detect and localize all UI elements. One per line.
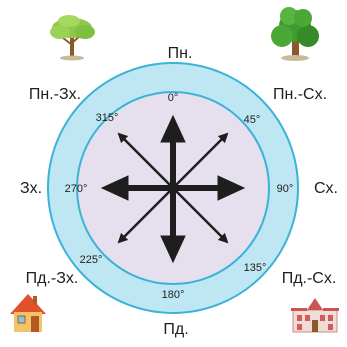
- arrow-east-head: [217, 175, 246, 201]
- direction-label-northeast: Пн.-Сх.: [273, 86, 327, 103]
- arrow-southwest: [117, 187, 174, 244]
- school-building-icon: [291, 298, 339, 333]
- direction-labels: Пн. Пд. Сх. Зх. Пн.-Зх. Пн.-Сх. Пд.-Зх. …: [20, 45, 338, 338]
- degree-label-135: 135°: [244, 262, 267, 274]
- degree-labels: 0° 45° 90° 135° 180° 225° 270° 315°: [65, 92, 294, 301]
- direction-label-north: Пн.: [168, 45, 193, 62]
- degree-label-315: 315°: [96, 112, 119, 124]
- arrow-northwest: [117, 132, 174, 189]
- degree-label-0: 0°: [168, 92, 179, 104]
- degree-label-180: 180°: [162, 289, 185, 301]
- house-icon: [10, 294, 46, 332]
- degree-label-90: 90°: [277, 183, 294, 195]
- direction-label-southeast: Пд.-Сх.: [282, 270, 337, 287]
- direction-label-east: Сх.: [314, 180, 338, 197]
- degree-label-270: 270°: [65, 183, 88, 195]
- arrow-south-head: [160, 235, 186, 264]
- tree-icon: [271, 7, 319, 61]
- direction-label-west: Зх.: [20, 180, 42, 197]
- arrow-north-head: [160, 114, 186, 143]
- direction-label-south: Пд.: [163, 321, 188, 338]
- degree-label-225: 225°: [80, 254, 103, 266]
- tree-icon: [50, 15, 95, 61]
- arrows: [100, 114, 246, 264]
- direction-label-southwest: Пд.-Зх.: [26, 270, 79, 287]
- arrow-west-head: [100, 175, 129, 201]
- direction-label-northwest: Пн.-Зх.: [29, 86, 81, 103]
- degree-label-45: 45°: [244, 114, 261, 126]
- arrow-southeast: [172, 187, 229, 244]
- arrow-northeast: [172, 132, 229, 189]
